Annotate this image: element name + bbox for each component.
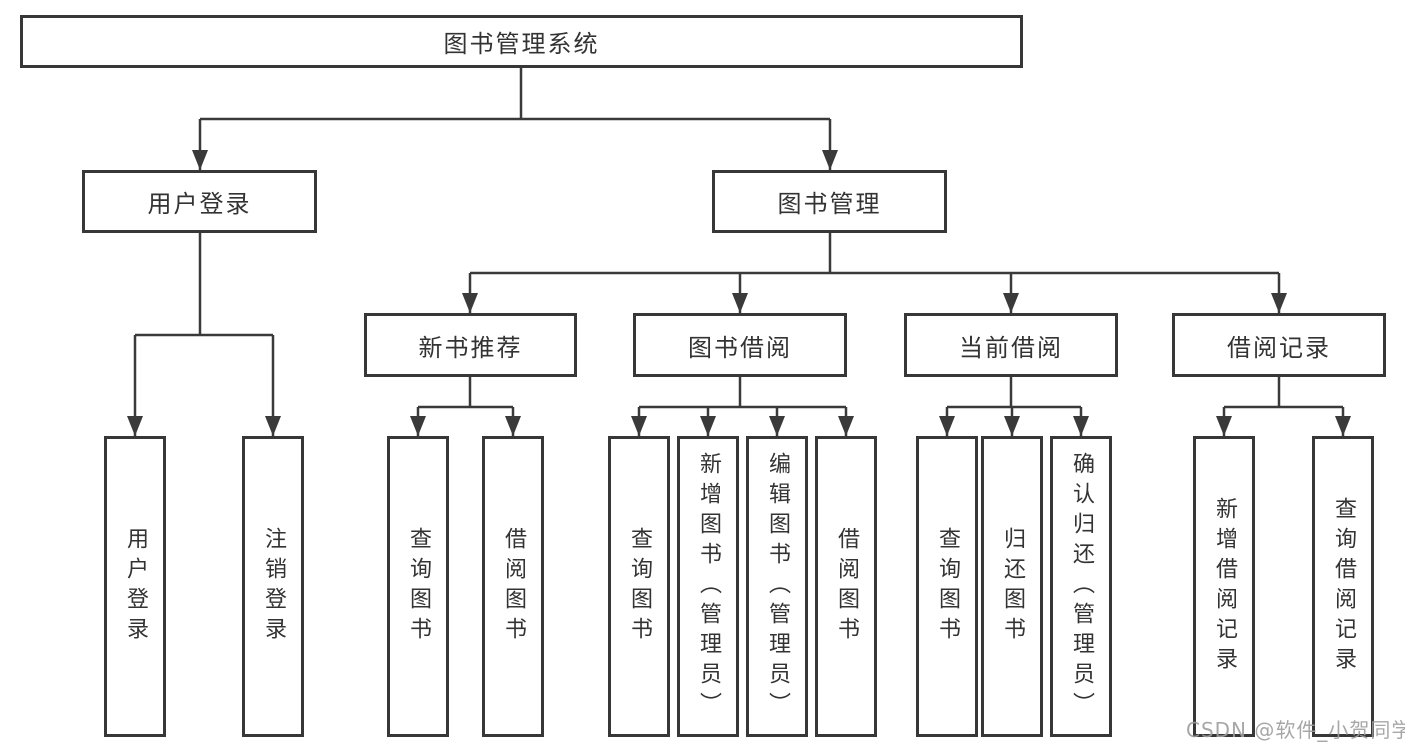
- leaf-logout: 注销登录: [242, 436, 304, 737]
- node-label: 图书借阅: [688, 333, 792, 362]
- leaf-user-login: 用户登录: [104, 436, 166, 737]
- node-label: 新增图书（管理员）: [696, 451, 721, 722]
- node-label: 借阅图书: [834, 526, 859, 647]
- leaf-borrow-book-1: 借阅图书: [482, 436, 544, 737]
- node-label: 图书管理系统: [443, 30, 600, 58]
- node-label: 查询图书: [406, 526, 431, 647]
- node-label: 查询图书: [627, 526, 652, 647]
- leaf-query-book-3: 查询图书: [916, 436, 978, 737]
- node-user-login: 用户登录: [82, 170, 317, 233]
- leaf-query-borrow-record: 查询借阅记录: [1312, 436, 1374, 737]
- node-book-management: 图书管理: [712, 170, 947, 233]
- node-label: 编辑图书（管理员）: [765, 451, 790, 722]
- node-borrow-record: 借阅记录: [1172, 313, 1386, 377]
- node-label: 借阅图书: [501, 526, 526, 647]
- node-label: 借阅记录: [1227, 333, 1331, 362]
- node-label: 查询图书: [935, 526, 960, 647]
- node-label: 新增借阅记录: [1212, 496, 1237, 677]
- leaf-edit-book-admin: 编辑图书（管理员）: [746, 436, 808, 737]
- node-new-book-recommend: 新书推荐: [364, 313, 577, 377]
- leaf-add-book-admin: 新增图书（管理员）: [677, 436, 739, 737]
- node-label: 用户登录: [123, 526, 148, 647]
- node-book-borrow: 图书借阅: [633, 313, 847, 377]
- csdn-watermark: CSDN @软件_小贺同学: [1186, 718, 1405, 742]
- node-label: 确认归还（管理员）: [1069, 451, 1094, 722]
- node-label: 当前借阅: [959, 333, 1063, 362]
- node-library-management-system: 图书管理系统: [20, 15, 1023, 68]
- node-label: 注销登录: [261, 526, 286, 647]
- node-label: 查询借阅记录: [1331, 496, 1356, 677]
- leaf-query-book-2: 查询图书: [608, 436, 670, 737]
- leaf-confirm-return-admin: 确认归还（管理员）: [1050, 436, 1112, 737]
- node-label: 归还图书: [1000, 526, 1025, 647]
- node-current-borrow: 当前借阅: [904, 313, 1118, 377]
- leaf-query-book-1: 查询图书: [387, 436, 449, 737]
- leaf-add-borrow-record: 新增借阅记录: [1193, 436, 1255, 737]
- node-label: 图书管理: [777, 190, 882, 218]
- node-label: 新书推荐: [418, 333, 523, 362]
- leaf-borrow-book-2: 借阅图书: [815, 436, 877, 737]
- leaf-return-book: 归还图书: [981, 436, 1043, 737]
- node-label: 用户登录: [147, 190, 252, 218]
